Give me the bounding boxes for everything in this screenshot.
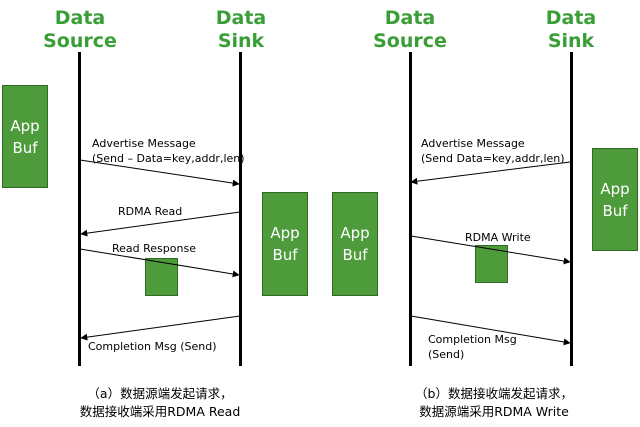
left-source-app-buf: App Buf bbox=[2, 85, 48, 188]
left-caption: （a）数据源端发起请求， 数据接收端采用RDMA Read bbox=[79, 386, 241, 419]
left-source-header: Data Source bbox=[43, 7, 117, 52]
left-read-response-arrow bbox=[79, 248, 240, 278]
left-completion-label: Completion Msg (Send) bbox=[88, 340, 217, 353]
right-advertise-label: Advertise Message (Send Data=key,addr,le… bbox=[421, 137, 565, 165]
right-sink-app-buf: App Buf bbox=[592, 148, 638, 251]
right-rdma-write-arrow bbox=[410, 235, 571, 265]
right-source-app-buf: App Buf bbox=[332, 192, 378, 296]
left-source-lifeline bbox=[78, 52, 81, 366]
left-sink-lifeline bbox=[239, 52, 242, 366]
right-source-lifeline bbox=[409, 52, 412, 366]
right-caption: （b）数据接收端发起请求， 数据源端采用RDMA Write bbox=[415, 386, 573, 419]
left-rdma-read-arrow bbox=[80, 211, 241, 237]
left-sink-header: Data Sink bbox=[215, 7, 267, 52]
right-rdma-write-label: RDMA Write bbox=[465, 231, 531, 244]
right-source-header: Data Source bbox=[373, 7, 447, 52]
left-sink-app-buf: App Buf bbox=[262, 192, 308, 296]
left-advertise-arrow bbox=[79, 159, 240, 187]
right-completion-label: Completion Msg (Send) bbox=[428, 333, 517, 361]
left-advertise-label: Advertise Message (Send – Data=key,addr,… bbox=[92, 137, 245, 165]
right-sink-lifeline bbox=[570, 52, 573, 366]
right-advertise-arrow bbox=[410, 161, 571, 185]
left-read-response-label: Read Response bbox=[112, 242, 196, 255]
right-sink-header: Data Sink bbox=[545, 7, 597, 52]
right-completion-arrow bbox=[410, 315, 571, 346]
left-completion-arrow bbox=[80, 315, 241, 341]
left-rdma-read-label: RDMA Read bbox=[118, 205, 183, 218]
